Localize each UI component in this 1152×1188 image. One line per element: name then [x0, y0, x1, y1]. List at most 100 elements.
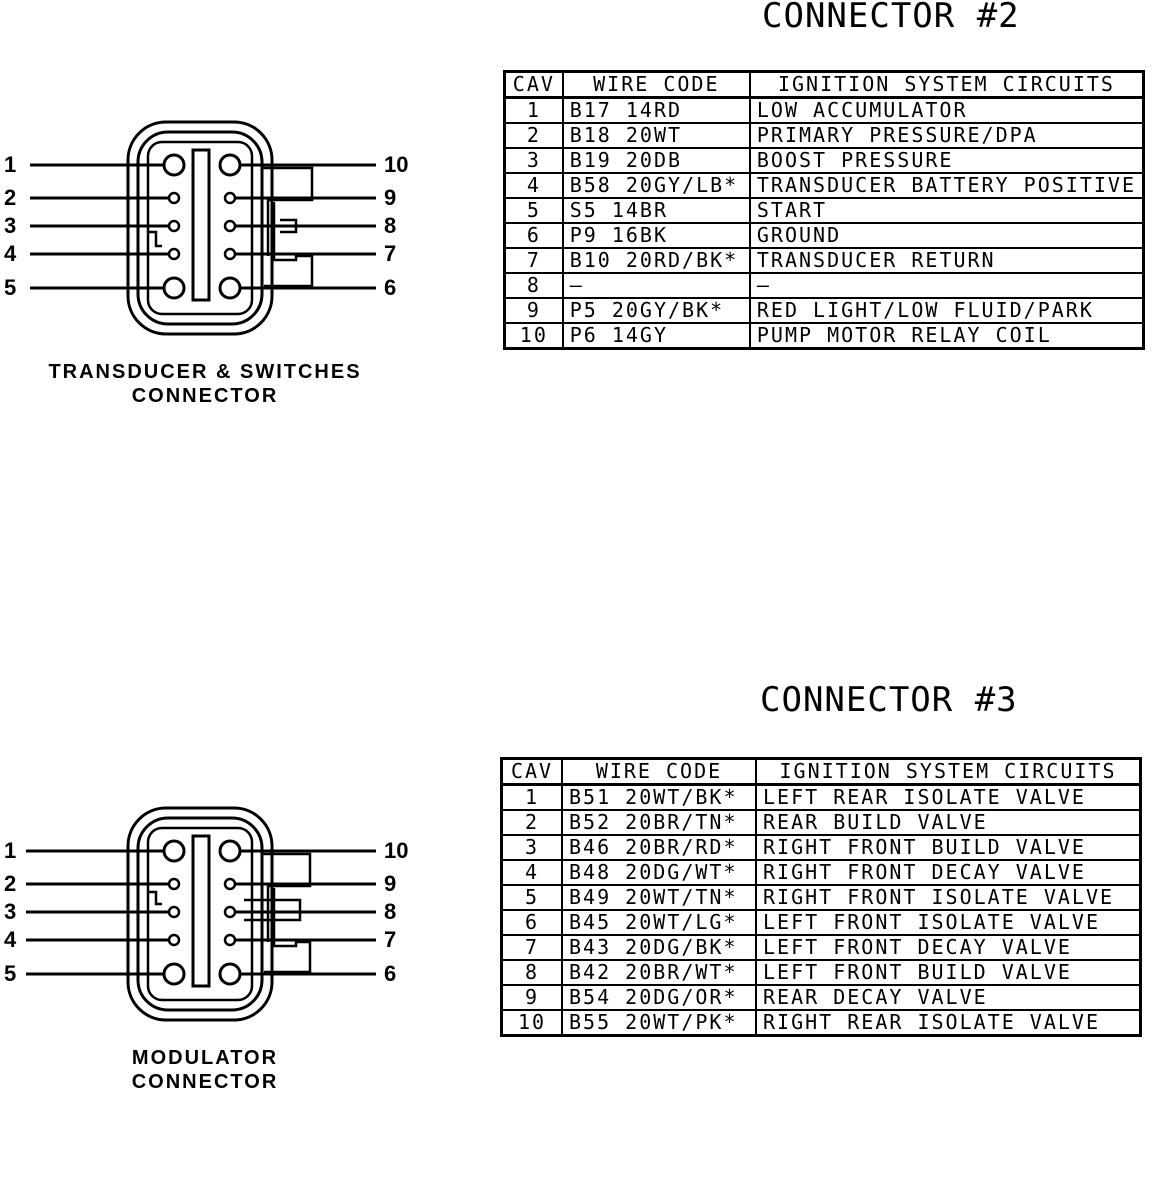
- header-cav: CAV: [503, 70, 564, 99]
- connector2-cavity-6: [218, 276, 242, 300]
- connector3-pin-label: 9: [384, 871, 396, 896]
- cav-cell: 6: [500, 909, 563, 936]
- connector3-cavity-8: [223, 905, 237, 919]
- connector2-title: CONNECTOR #2: [762, 0, 1020, 36]
- connector2-pin-label: 6: [384, 275, 396, 300]
- connector2-table-header: CAV WIRE CODE IGNITION SYSTEM CIRCUITS: [503, 70, 1145, 99]
- connector2-caption-line1: TRANSDUCER & SWITCHES: [48, 361, 362, 383]
- connector2-pin-label: 2: [4, 185, 16, 210]
- connector2-pin-label: 1: [4, 152, 16, 177]
- connector3-cavity-7: [223, 933, 237, 947]
- header-cav: CAV: [500, 757, 563, 786]
- connector3-housing-inner: [136, 816, 264, 1012]
- connector3-caption: MODULATOR CONNECTOR: [40, 1046, 370, 1094]
- connector3-table-header: CAV WIRE CODE IGNITION SYSTEM CIRCUITS: [500, 757, 1142, 786]
- connector2-cavity-4: [167, 247, 181, 261]
- connector3-pin-label: 5: [4, 961, 16, 986]
- connector2-cavity-10: [218, 153, 242, 177]
- connector3-cavity-3: [167, 905, 181, 919]
- circuit-cell: PRIMARY PRESSURE/DPA: [748, 122, 1145, 149]
- connector3-pin-label: 2: [4, 871, 16, 896]
- cav-cell: 3: [500, 834, 563, 861]
- circuit-cell: LEFT REAR ISOLATE VALVE: [755, 783, 1142, 811]
- connector3-center-key: [191, 834, 211, 988]
- connector3-housing-outer: [126, 806, 274, 1022]
- connector2-cavity-5: [162, 276, 186, 300]
- circuit-cell: —: [748, 272, 1145, 299]
- cav-cell: 5: [503, 197, 564, 224]
- connector2-left-latch: [148, 230, 162, 248]
- wire-code-cell: P5 20GY/BK*: [561, 297, 751, 324]
- connector2-caption-line2: CONNECTOR: [131, 385, 279, 407]
- circuit-cell: TRANSDUCER BATTERY POSITIVE: [748, 172, 1145, 199]
- connector3-cavity-1: [162, 839, 186, 863]
- connector3-caption-line2: CONNECTOR: [131, 1071, 279, 1093]
- connector3-right-latch-mid: [244, 898, 302, 922]
- connector3-diagram: 1 2 3 4 5 10 9 8 7 6: [4, 806, 408, 1022]
- circuit-cell: RIGHT FRONT ISOLATE VALVE: [755, 884, 1142, 911]
- circuit-cell: RED LIGHT/LOW FLUID/PARK: [748, 297, 1145, 324]
- connector2-right-latch-bottom: [264, 202, 314, 288]
- cav-cell: 8: [500, 959, 563, 986]
- circuit-cell: BOOST PRESSURE: [748, 147, 1145, 174]
- wire-code-cell: B58 20GY/LB*: [561, 172, 751, 199]
- connector2-center-key: [191, 148, 211, 302]
- connector3-pin-label: 4: [4, 927, 17, 952]
- wire-code-cell: P9 16BK: [561, 222, 751, 249]
- connector3-cavity-10: [218, 839, 242, 863]
- cav-cell: 10: [503, 322, 564, 350]
- circuit-cell: LEFT FRONT DECAY VALVE: [755, 934, 1142, 961]
- wire-code-cell: B17 14RD: [561, 96, 751, 124]
- cav-cell: 8: [503, 272, 564, 299]
- wire-code-cell: B48 20DG/WT*: [561, 859, 757, 886]
- circuit-cell: TRANSDUCER RETURN: [748, 247, 1145, 274]
- wire-code-cell: B43 20DG/BK*: [561, 934, 757, 961]
- connector3-cavity-2: [167, 877, 181, 891]
- connector3-cavity-4: [167, 933, 181, 947]
- connector3-pin-label: 8: [384, 899, 396, 924]
- circuit-cell: REAR DECAY VALVE: [755, 984, 1142, 1011]
- connector2-pin-label: 10: [384, 152, 408, 177]
- circuit-cell: RIGHT REAR ISOLATE VALVE: [755, 1009, 1142, 1037]
- connector2-cavity-8: [223, 219, 237, 233]
- connector2-housing-outer: [126, 120, 274, 336]
- wire-code-cell: P6 14GY: [561, 322, 751, 350]
- circuit-cell: LOW ACCUMULATOR: [748, 96, 1145, 124]
- cav-cell: 1: [503, 96, 564, 124]
- circuit-cell: RIGHT FRONT BUILD VALVE: [755, 834, 1142, 861]
- connector3-pin-label: 1: [4, 838, 16, 863]
- cav-cell: 10: [500, 1009, 563, 1037]
- connector3-table: CAV WIRE CODE IGNITION SYSTEM CIRCUITS 1…: [500, 757, 1142, 1037]
- connector3-pin-label: 7: [384, 927, 396, 952]
- wire-code-cell: B18 20WT: [561, 122, 751, 149]
- table-row: 8——: [503, 272, 1145, 299]
- connector2-cavity-9: [223, 191, 237, 205]
- connector2-cavity-7: [223, 247, 237, 261]
- wire-code-cell: B42 20BR/WT*: [561, 959, 757, 986]
- connector3-pin-label: 6: [384, 961, 396, 986]
- cav-cell: 2: [500, 809, 563, 836]
- connector3-cavity-9: [223, 877, 237, 891]
- header-circuits: IGNITION SYSTEM CIRCUITS: [755, 757, 1142, 786]
- connector3-pin-label: 10: [384, 838, 408, 863]
- wire-code-cell: B46 20BR/RD*: [561, 834, 757, 861]
- circuit-cell: LEFT FRONT ISOLATE VALVE: [755, 909, 1142, 936]
- connector2-pin-label: 5: [4, 275, 16, 300]
- circuit-cell: PUMP MOTOR RELAY COIL: [748, 322, 1145, 350]
- connector2-diagram: 1 2 3 4 5 10 9 8 7 6: [4, 120, 408, 336]
